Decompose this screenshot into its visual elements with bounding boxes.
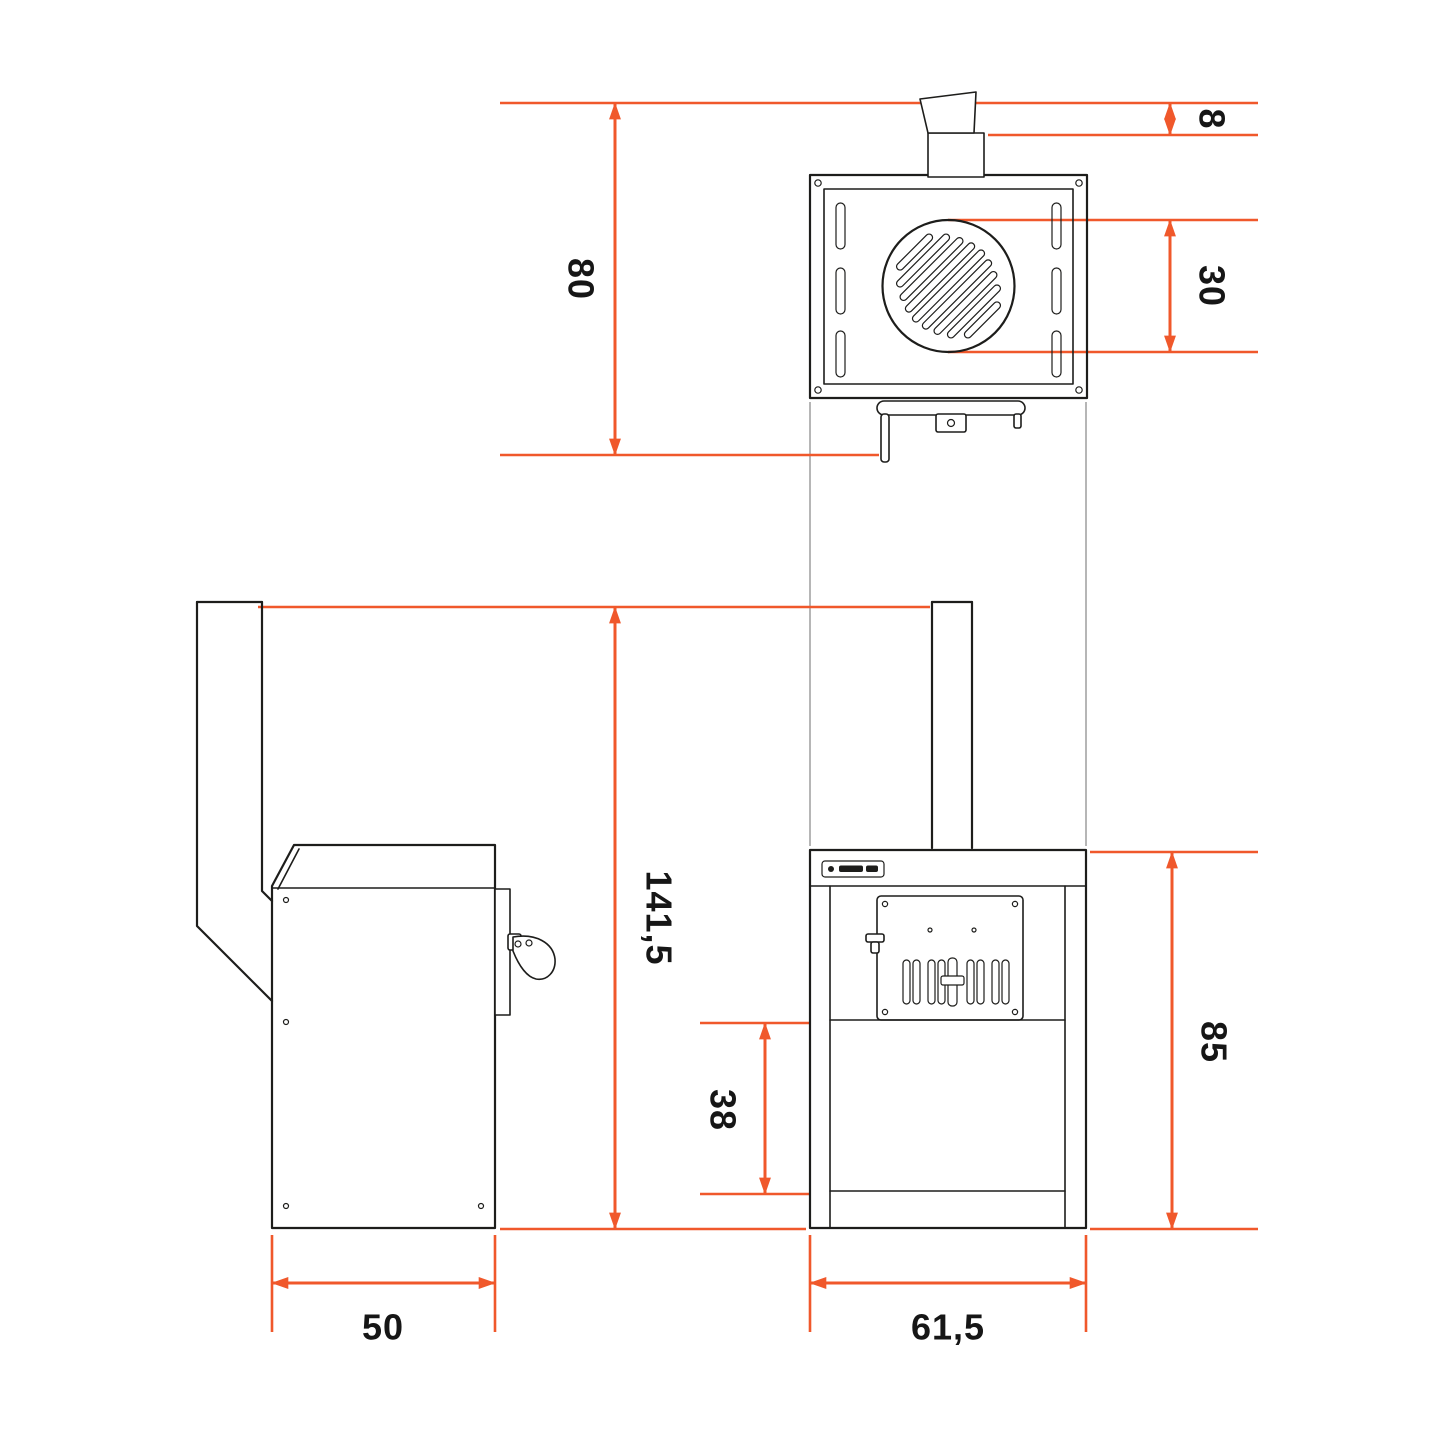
screw-hole (971, 927, 977, 933)
grate-slot (895, 233, 934, 271)
projection-lines (809, 402, 1087, 846)
dimension-grate-diameter: 30 (948, 218, 1258, 354)
side-view (195, 600, 556, 1230)
brand-logo-frame (821, 860, 885, 878)
dimension-storage-height: 38 (700, 1021, 832, 1196)
latch-knob (870, 941, 880, 954)
door-edge-strip (494, 888, 511, 1016)
side-body-outline (270, 843, 497, 1230)
door-vents (902, 957, 1010, 1007)
grate-slots (895, 233, 1002, 339)
screw-hole (946, 418, 956, 428)
door-latch (865, 933, 885, 954)
vent-slot (966, 959, 975, 1005)
grate-slot (899, 236, 964, 302)
dimension-body-depth: 50 (270, 1235, 497, 1347)
vent-slot (976, 959, 985, 1005)
grate-slot (946, 284, 1002, 339)
handle-stop (1013, 413, 1022, 429)
side-vent-slot (1051, 267, 1062, 315)
side-vent-slot (1051, 202, 1062, 250)
dimension-damper-height: 8 (988, 102, 1258, 137)
grate-slot (911, 249, 986, 323)
brand-logo-text (839, 865, 863, 872)
vent-slot (1001, 959, 1010, 1005)
vent-slot (927, 959, 936, 1005)
latch-plate (865, 933, 885, 943)
dimension-label-body-height: 85 (1194, 1021, 1235, 1063)
dimension-label-body-depth: 50 (362, 1306, 404, 1347)
cooking-grate-ring (881, 218, 1016, 354)
dimension-label-overall-height: 141,5 (639, 870, 680, 965)
brand-logo (821, 860, 885, 878)
side-vent-slot (835, 330, 846, 378)
vent-damper-handle (940, 975, 965, 986)
screw-hole (282, 1202, 290, 1210)
door-handle-plan (876, 400, 1026, 463)
handle-bar (876, 400, 1026, 416)
dimension-label-grate-diameter: 30 (1192, 265, 1233, 307)
screw-hole (525, 939, 533, 947)
handle-bracket (935, 413, 967, 433)
screw-hole (1075, 386, 1083, 394)
front-body-outline (808, 848, 1088, 1230)
vent-slot (991, 959, 1000, 1005)
screw-hole (881, 900, 889, 908)
dimension-body-height: 85 (1090, 850, 1258, 1231)
flue-duct-outer (195, 600, 274, 1003)
brand-logo-text (866, 865, 878, 872)
screw-hole (477, 1202, 485, 1210)
dimension-label-body-width: 61,5 (911, 1306, 985, 1347)
screw-hole (1075, 179, 1083, 187)
grate-slot (904, 242, 976, 313)
screw-hole (282, 896, 290, 904)
flue-damper-handle (919, 91, 977, 134)
side-vent-slot (1051, 330, 1062, 378)
dimension-label-overall-depth: 80 (561, 258, 602, 300)
screw-hole (282, 1018, 290, 1026)
vent-slot (912, 959, 921, 1005)
dimension-overall-height: 141,5 (258, 605, 930, 1231)
screw-hole (814, 386, 822, 394)
grate-slot (963, 301, 1002, 339)
grate-slot (895, 233, 951, 288)
dimension-body-width: 61,5 (808, 1235, 1088, 1347)
dimension-overall-depth: 80 (500, 101, 1258, 457)
flue-duct-inner (260, 600, 274, 903)
flue-pipe-plan (927, 132, 985, 178)
screw-hole (927, 927, 933, 933)
front-view (808, 600, 1088, 1230)
screw-hole (814, 179, 822, 187)
screw-hole (1011, 900, 1019, 908)
grate-slot (933, 270, 998, 336)
grate-slot (921, 259, 993, 330)
dimension-label-damper-height: 8 (1192, 108, 1233, 129)
top-view-inner-panel (823, 188, 1074, 385)
handle-grip (880, 413, 890, 463)
brand-logo-mark (828, 866, 834, 872)
hood-edge (277, 848, 300, 890)
screw-hole (514, 940, 522, 948)
vent-slot (902, 959, 911, 1005)
side-vent-slot (835, 267, 846, 315)
dimension-label-storage-height: 38 (703, 1089, 744, 1131)
top-view (808, 91, 1089, 463)
screw-hole (1011, 1008, 1019, 1016)
screw-hole (881, 1008, 889, 1016)
door-handle-side (507, 933, 556, 981)
side-vent-slot (835, 202, 846, 250)
top-view-outer-body (808, 173, 1089, 400)
handle-grip (512, 935, 556, 981)
